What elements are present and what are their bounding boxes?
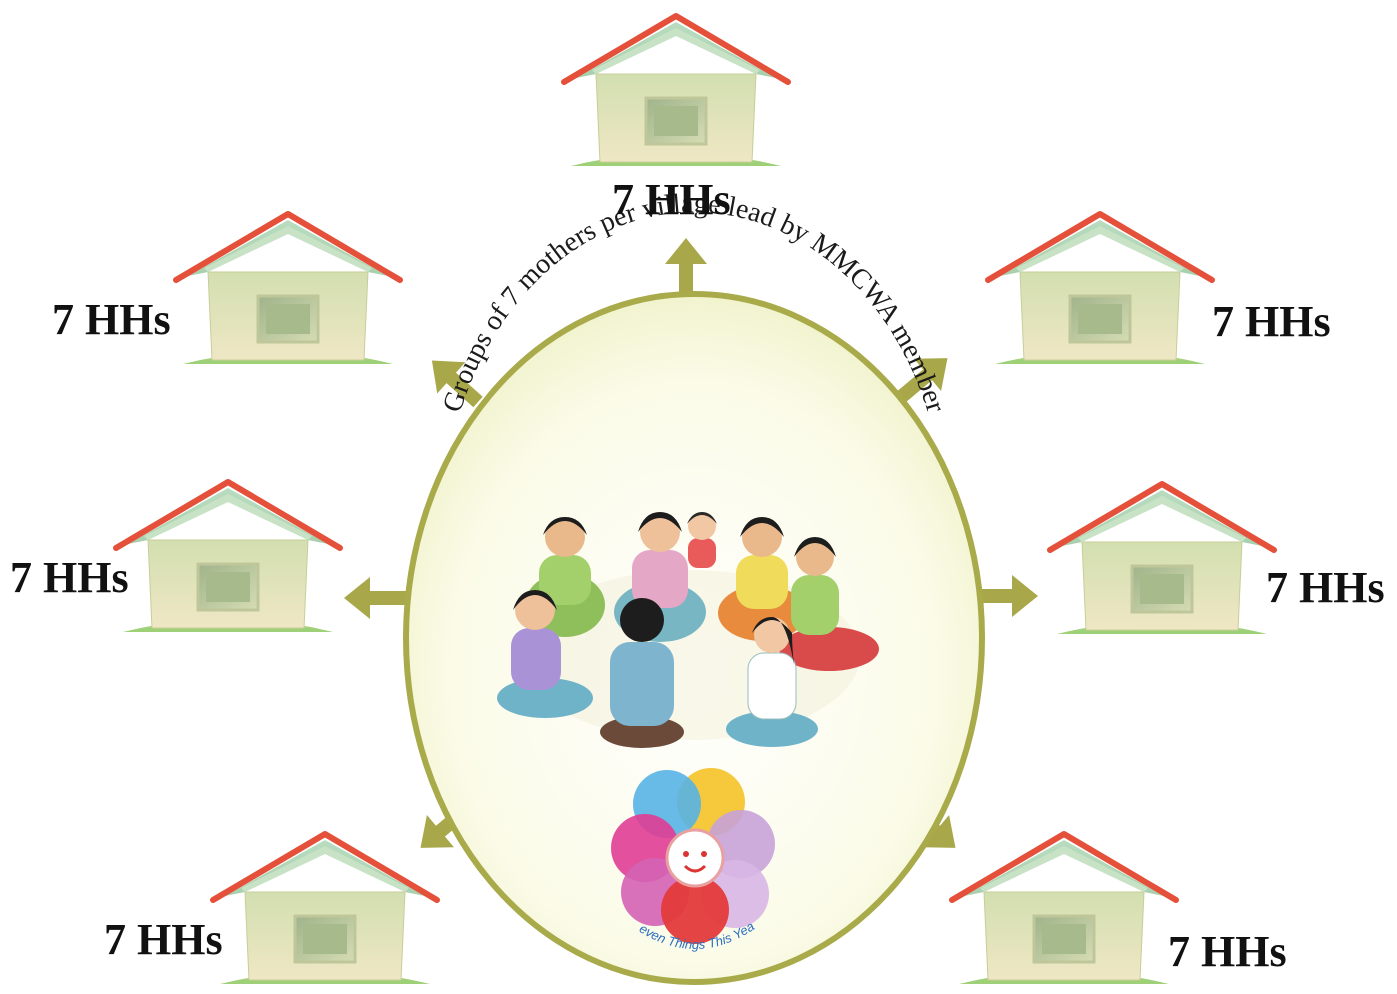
house-middle-right <box>1050 484 1274 634</box>
seven-things-logo: Seven Things This Year <box>611 768 775 952</box>
house-lower-right <box>952 834 1176 984</box>
arrow-top <box>665 238 707 300</box>
arrow-middle-right <box>976 575 1038 617</box>
hh-label-middle-left: 7 HHs <box>10 553 129 602</box>
hh-label-upper-right: 7 HHs <box>1212 297 1331 346</box>
mothers-group-illustration <box>497 512 879 748</box>
house-middle-left <box>116 482 340 632</box>
house-lower-left <box>213 834 437 984</box>
house-upper-right <box>988 214 1212 364</box>
arrow-middle-left <box>344 577 406 619</box>
hh-label-middle-right: 7 HHs <box>1266 563 1385 612</box>
hh-label-lower-right: 7 HHs <box>1168 927 1287 976</box>
house-upper-left <box>176 214 400 364</box>
hh-label-upper-left: 7 HHs <box>52 295 171 344</box>
house-top <box>564 16 788 166</box>
hh-label-top: 7 HHs <box>612 175 731 224</box>
hh-label-lower-left: 7 HHs <box>104 915 223 964</box>
